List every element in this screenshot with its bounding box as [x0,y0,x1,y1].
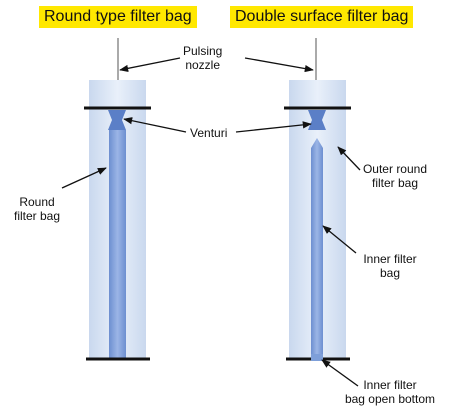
title-round-type-filter-bag: Round type filter bag [39,6,197,28]
label-pulsing-nozzle-line1: Pulsing [183,44,223,58]
title-double-surface-filter-bag: Double surface filter bag [230,6,414,28]
label-pulsing-nozzle-line2: nozzle [185,58,221,72]
label-open-bottom-line1: Inner filter [363,378,417,392]
arrow-inner-filter-bag [322,225,357,254]
label-pulsing-nozzle: Pulsing nozzle [183,44,222,72]
label-inner-filter-bag-line2: bag [379,266,401,280]
label-inner-filter-bag-open-bottom: Inner filter bag open bottom [340,378,440,406]
label-venturi: Venturi [190,126,228,140]
right-inner-filter-bag [311,138,323,358]
arrow-nozzle-left [119,57,181,72]
inner-bag-open-bottom [311,354,323,361]
label-round-filter-bag-line2: filter bag [13,209,61,223]
double-surface-bag [284,38,351,361]
label-inner-filter-bag: Inner filter bag [352,252,428,280]
right-venturi [308,110,326,130]
label-round-filter-bag-line1: Round [19,195,55,209]
left-bag-top-section [89,80,146,108]
arrow-open-bottom [321,359,359,387]
left-round-inner-bag [109,130,126,358]
arrow-venturi-right [235,121,312,133]
label-inner-filter-bag-line1: Inner filter [363,252,417,266]
label-open-bottom-line2: bag open bottom [344,392,436,406]
label-outer-round-filter-bag: Outer round filter bag [355,162,435,190]
arrow-nozzle-right [244,57,314,73]
label-round-filter-bag: Round filter bag [2,195,72,223]
label-outer-round-line1: Outer round [362,162,428,176]
arrow-round-filter-bag [61,167,107,189]
round-type-bag [84,38,151,361]
right-bag-top-section [289,80,346,108]
arrow-outer-round-filter-bag [337,146,361,171]
leader-arrows [61,57,361,387]
left-venturi [108,110,126,130]
label-outer-round-line2: filter bag [371,176,419,190]
arrow-venturi-left [123,117,187,133]
